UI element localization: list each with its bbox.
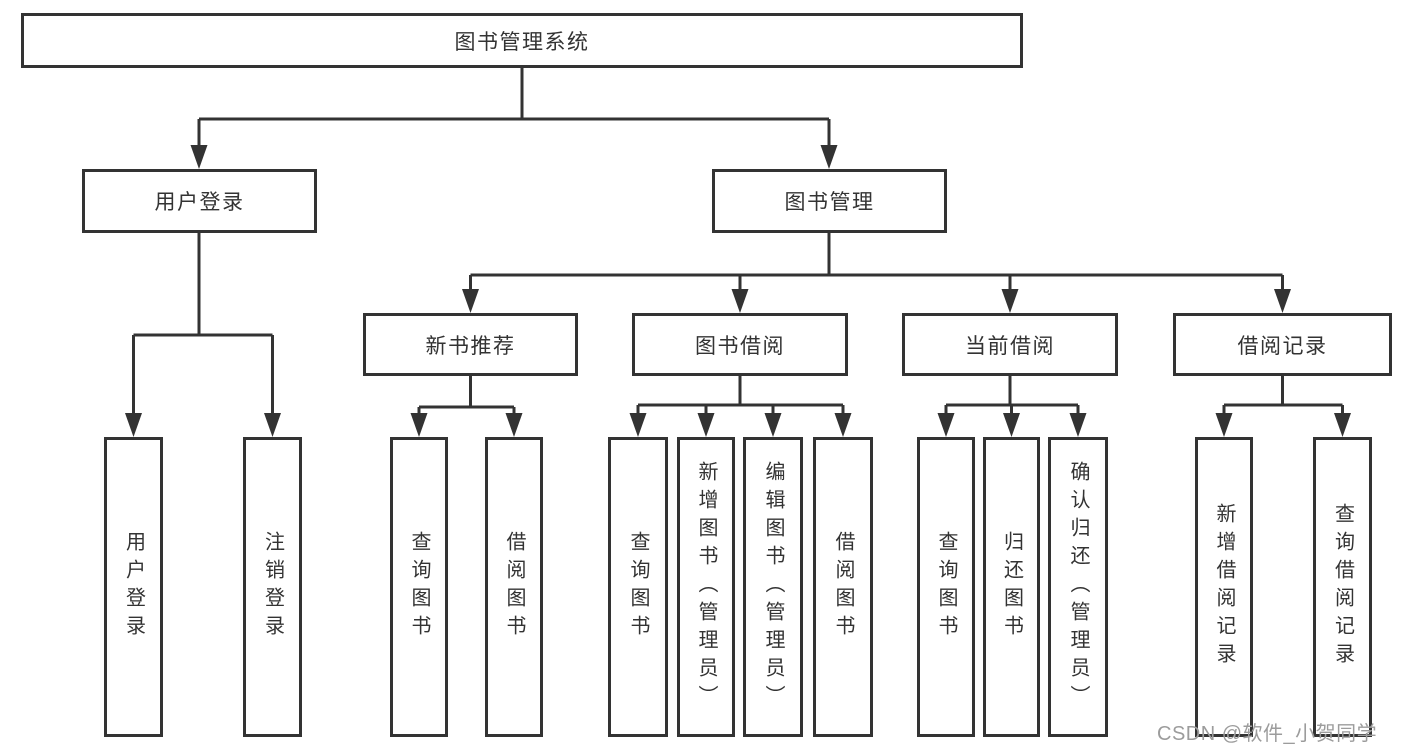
node-label: 归还图书 [1000, 531, 1023, 643]
leaf-add-book-admin: 新增图书（管理员） [677, 437, 735, 737]
leaf-query-borrow-record: 查询借阅记录 [1313, 437, 1372, 737]
arrowhead-icons [125, 145, 1351, 437]
watermark: CSDN @软件_小贺同学 [1157, 723, 1378, 745]
node-label: 图书管理系统 [454, 30, 590, 54]
node-new-book-recommendation: 新书推荐 [363, 313, 578, 376]
leaf-user-login: 用户登录 [104, 437, 163, 737]
leaf-query-books-current: 查询图书 [917, 437, 975, 737]
node-label: 用户登录 [154, 191, 245, 214]
node-label: 确认归还（管理员） [1067, 461, 1089, 713]
leaf-add-borrow-record: 新增借阅记录 [1195, 437, 1253, 737]
node-label: 查询借阅记录 [1331, 503, 1354, 671]
leaf-query-books-recommend: 查询图书 [390, 437, 448, 737]
leaf-query-books-borrowing: 查询图书 [608, 437, 668, 737]
node-label: 查询图书 [935, 531, 957, 643]
node-label: 编辑图书（管理员） [762, 461, 784, 713]
node-label: 新增图书（管理员） [695, 461, 717, 713]
connector-stems [132, 68, 1344, 418]
node-label: 图书借阅 [695, 334, 785, 358]
node-borrowing-records: 借阅记录 [1173, 313, 1392, 376]
node-user-login: 用户登录 [82, 169, 317, 233]
leaf-return-book: 归还图书 [983, 437, 1040, 737]
node-library-management-system: 图书管理系统 [21, 13, 1023, 68]
leaf-logout: 注销登录 [243, 437, 302, 737]
node-book-management: 图书管理 [712, 169, 947, 233]
node-label: 图书管理 [784, 191, 875, 214]
node-label: 新增借阅记录 [1213, 503, 1235, 671]
node-label: 新书推荐 [425, 334, 516, 358]
leaf-edit-book-admin: 编辑图书（管理员） [743, 437, 803, 737]
node-book-borrowing: 图书借阅 [632, 313, 848, 376]
node-label: 借阅记录 [1237, 334, 1328, 358]
node-label: 注销登录 [261, 531, 284, 643]
leaf-confirm-return-admin: 确认归还（管理员） [1048, 437, 1108, 737]
node-label: 借阅图书 [832, 531, 854, 643]
node-label: 当前借阅 [965, 334, 1055, 358]
node-current-borrowing: 当前借阅 [902, 313, 1118, 376]
node-label: 借阅图书 [503, 531, 525, 643]
node-label: 查询图书 [627, 531, 649, 643]
node-label: 用户登录 [122, 531, 145, 643]
leaf-borrow-books-recommend: 借阅图书 [485, 437, 543, 737]
node-label: 查询图书 [408, 531, 430, 643]
leaf-borrow-books-borrowing: 借阅图书 [813, 437, 873, 737]
